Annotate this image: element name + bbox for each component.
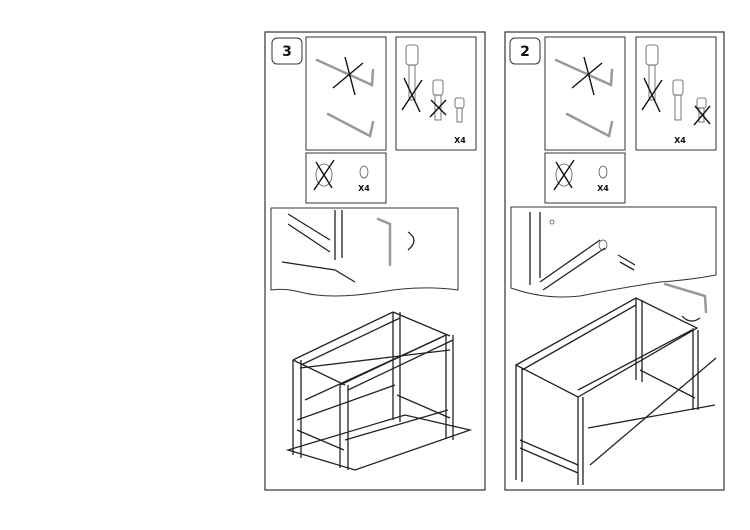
washer-quantity: X4 [597,184,609,193]
hex-key-box [305,36,387,151]
table-frame-upside-down [285,311,473,471]
screw-quantity: X4 [674,136,686,145]
washer-quantity: X4 [358,184,370,193]
detail-callout [510,206,717,298]
table-frame [514,282,717,485]
panel-step-3: 3 X4 X4 [264,31,486,491]
hex-key-box [544,36,626,151]
washer-box: X4 [305,152,387,204]
screws-box: X4 [635,36,717,151]
step-number-badge: 2 [509,37,541,65]
panel-step-2: 2 X4 X4 [504,31,725,491]
screw-quantity: X4 [454,136,466,145]
step-number: 3 [282,44,292,60]
screws-box: X4 [395,36,477,151]
step-number: 2 [520,44,530,60]
washer-box: X4 [544,152,626,204]
detail-callout [270,207,459,297]
step-number-badge: 3 [271,37,303,65]
